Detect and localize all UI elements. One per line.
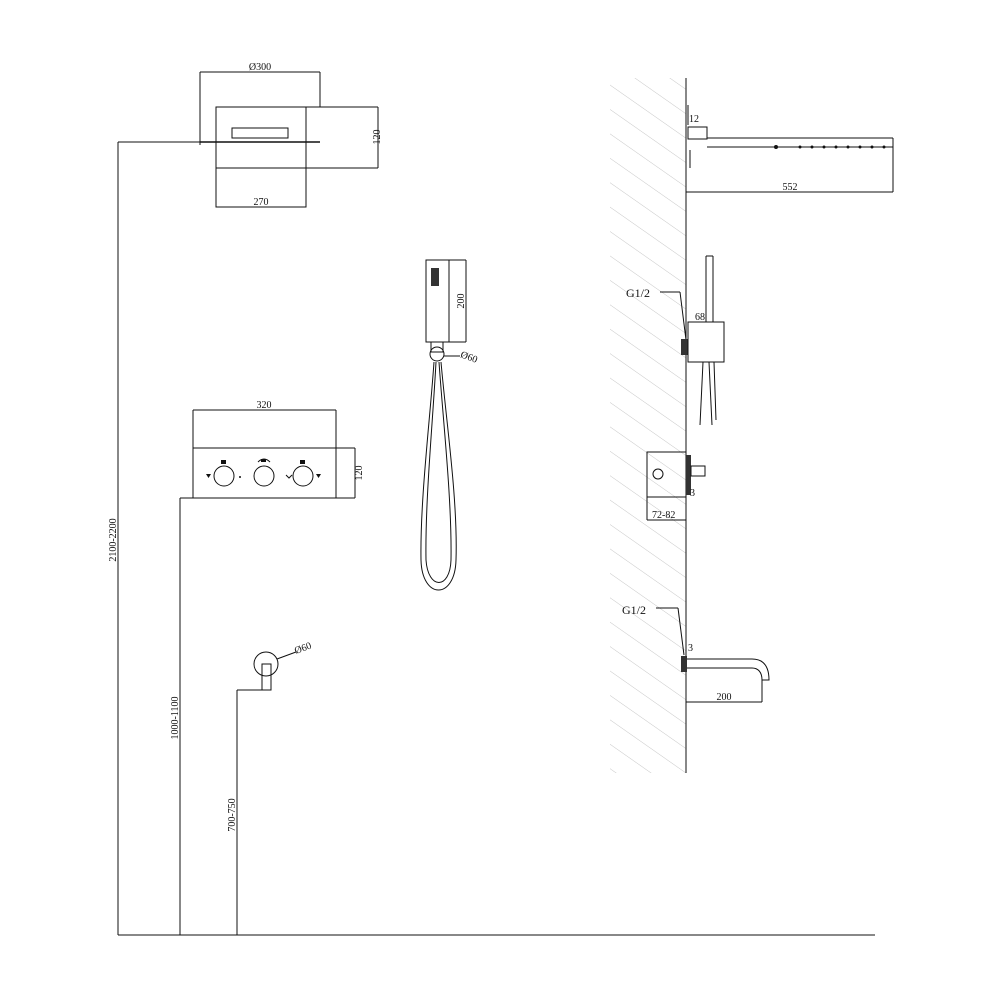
spout-pipe <box>261 663 272 691</box>
knob-middle <box>253 458 275 487</box>
wall-section <box>610 78 687 773</box>
head-nozzle-plate <box>231 127 289 139</box>
hand-shower-front: 200 Ø60 <box>420 259 479 591</box>
spout-pipe-side <box>687 658 770 681</box>
height-dimensions: 2100-2200 1000-1100 700-750 <box>108 141 340 935</box>
wall-hatch <box>610 78 686 773</box>
spout-rosette <box>253 651 279 677</box>
valve-protrusion-label: 3 <box>690 488 695 499</box>
spout-length-label: 200 <box>717 692 732 703</box>
shower-head-front-view: Ø300 120 270 <box>199 62 383 208</box>
thermostat-mounting-height: 1000-1100 <box>170 697 181 740</box>
spout-diameter-label: Ø60 <box>293 641 313 657</box>
hand-shower-nozzles <box>431 268 439 286</box>
panel-width-label: 320 <box>257 400 272 411</box>
head-mounting-height: 2100-2200 <box>108 518 119 561</box>
holder-depth-label: 68 <box>695 312 705 323</box>
knob-right <box>285 460 321 487</box>
head-height-label: 120 <box>372 130 383 145</box>
valve-side-view: 3 72-82 <box>646 451 706 521</box>
head-diameter-label: Ø300 <box>249 62 271 73</box>
valve-depth-label: 72-82 <box>652 510 675 521</box>
arm-length-label: 552 <box>783 182 798 193</box>
holder-connector <box>681 339 688 355</box>
head-body <box>215 106 307 208</box>
spout-protrusion-label: 3 <box>688 643 693 654</box>
spout-front: Ø60 <box>253 641 313 691</box>
thermostat-panel-front: 320 120 <box>192 400 365 499</box>
knob-left <box>206 460 241 487</box>
holder-diameter-label: Ø60 <box>459 350 479 366</box>
hand-shower-holder <box>429 346 445 362</box>
panel-height-label: 120 <box>354 466 365 481</box>
head-width-label: 270 <box>254 197 269 208</box>
shower-head-side-view: 12 552 <box>686 105 894 193</box>
valve-handle <box>690 465 706 477</box>
spout-mounting-height: 700-750 <box>227 798 238 831</box>
valve-cover <box>686 455 691 495</box>
head-thickness-label: 12 <box>689 114 699 125</box>
hand-shower-length-label: 200 <box>456 294 467 309</box>
hose <box>420 361 457 591</box>
head-nozzles-side <box>774 145 886 149</box>
spout-side-view: G1/2 3 200 <box>622 603 770 703</box>
spout-thread-label: G1/2 <box>622 603 646 617</box>
holder-block <box>687 321 725 363</box>
spout-connector <box>681 656 687 672</box>
holder-side-view: G1/2 68 <box>626 255 725 426</box>
holder-thread-label: G1/2 <box>626 286 650 300</box>
